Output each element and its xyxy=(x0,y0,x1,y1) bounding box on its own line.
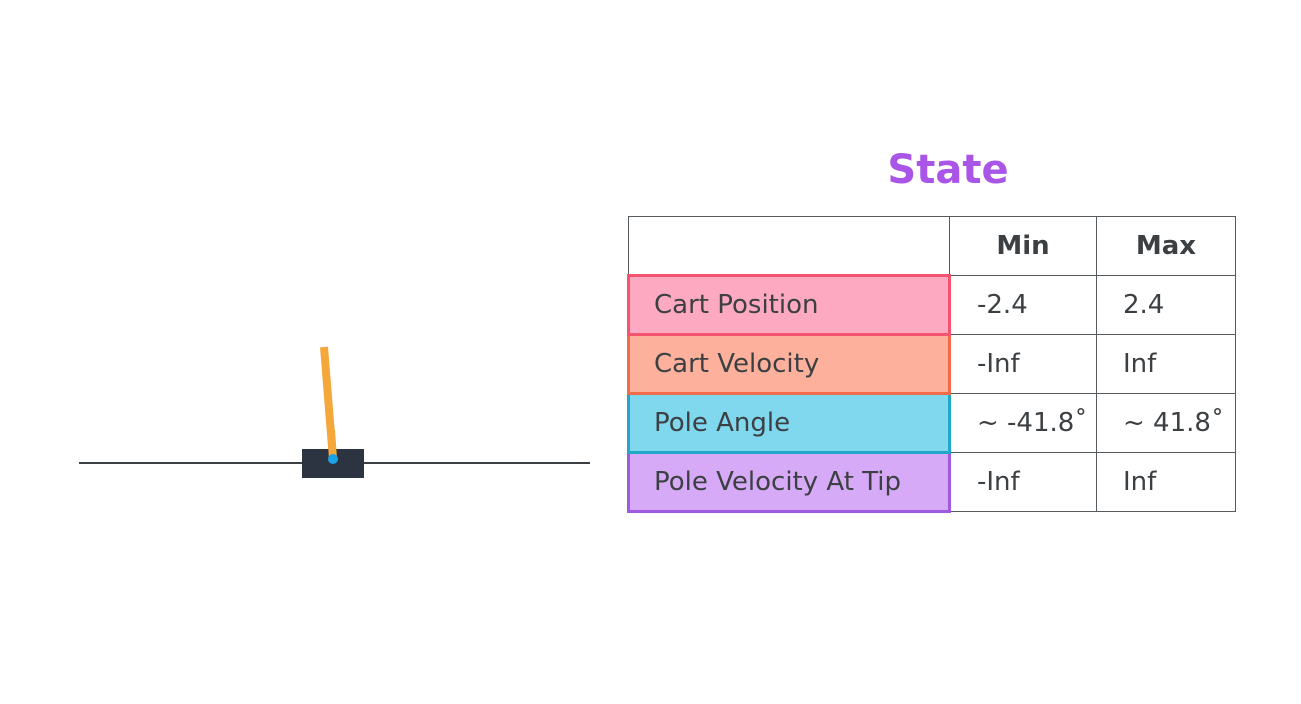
table-row: Cart Velocity -Inf Inf xyxy=(627,333,1236,395)
cartpole-illustration xyxy=(79,346,590,478)
table-row: Pole Angle ~ -41.8˚ ~ 41.8˚ xyxy=(627,392,1236,454)
table-row: Cart Position -2.4 2.4 xyxy=(627,274,1236,336)
pole-velocity-at-tip-min: -Inf xyxy=(949,452,1097,512)
axle-dot xyxy=(328,454,338,464)
pole-velocity-at-tip-max: Inf xyxy=(1096,452,1236,512)
pole-angle-min: ~ -41.8˚ xyxy=(949,393,1097,453)
state-title: State xyxy=(887,147,1009,193)
header-min: Min xyxy=(949,216,1097,276)
row-label-pole-velocity-at-tip: Pole Velocity At Tip xyxy=(627,451,951,513)
cart-velocity-min: -Inf xyxy=(949,334,1097,394)
row-label-cart-velocity: Cart Velocity xyxy=(627,333,951,395)
table-row: Pole Velocity At Tip -Inf Inf xyxy=(627,451,1236,513)
row-label-cart-position: Cart Position xyxy=(627,274,951,336)
header-max: Max xyxy=(1096,216,1236,276)
header-empty xyxy=(628,216,950,276)
cart-velocity-max: Inf xyxy=(1096,334,1236,394)
cart-position-max: 2.4 xyxy=(1096,275,1236,335)
table-header-row: Min Max xyxy=(628,216,1236,276)
row-label-pole-angle: Pole Angle xyxy=(627,392,951,454)
pole-angle-max: ~ 41.8˚ xyxy=(1096,393,1236,453)
cart-position-min: -2.4 xyxy=(949,275,1097,335)
state-table: Min Max Cart Position -2.4 2.4 Cart Velo… xyxy=(627,216,1236,513)
